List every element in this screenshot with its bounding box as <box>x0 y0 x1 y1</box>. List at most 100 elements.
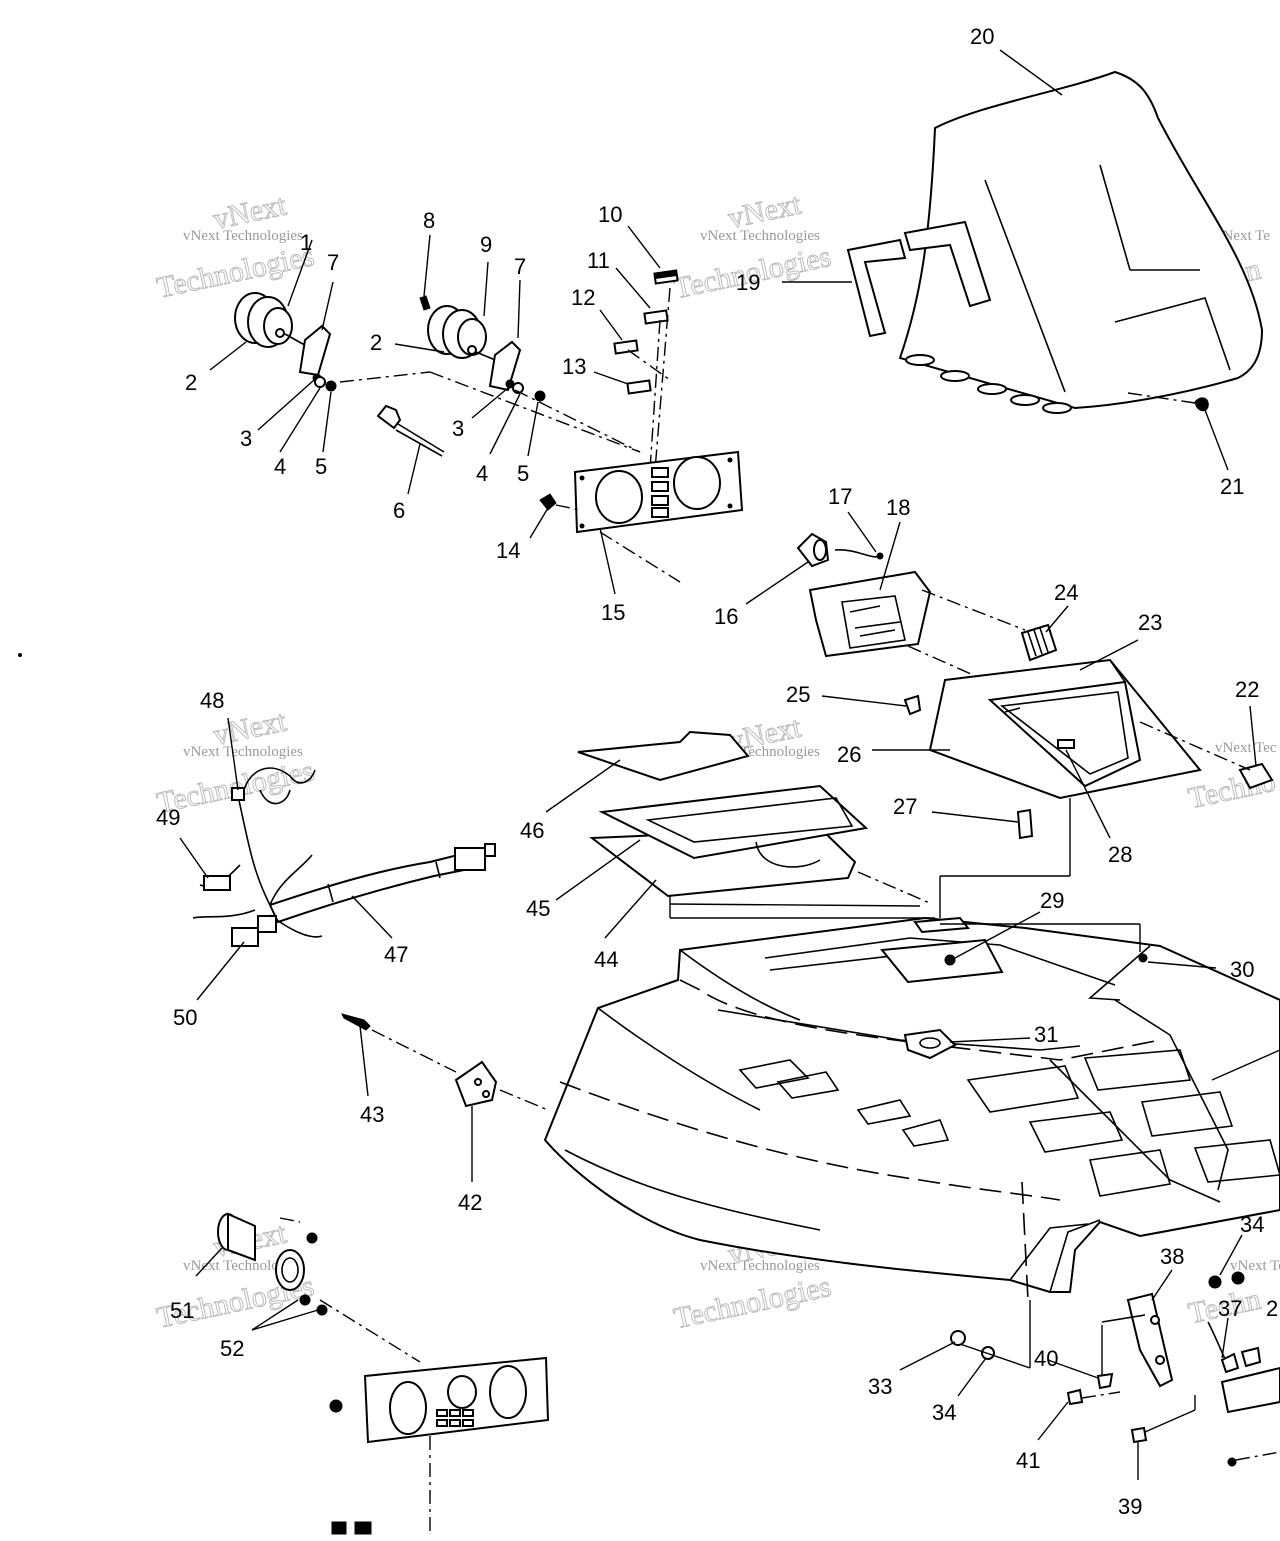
svg-text:vNext Technologies: vNext Technologies <box>183 1258 303 1274</box>
callout-3b: 3 <box>452 416 464 441</box>
lower-instrument-panel <box>329 1356 550 1536</box>
callout-42: 42 <box>458 1190 482 1215</box>
gauge-bracket-7 <box>298 324 332 377</box>
clip-22 <box>1238 762 1274 790</box>
watermark-1: vNext vNext Technologies Technologies <box>153 188 317 305</box>
gauge-center <box>419 295 546 402</box>
instrument-panel-15 <box>539 450 744 583</box>
screw-27 <box>1016 808 1034 840</box>
callout-10: 10 <box>598 202 622 227</box>
callout-17: 17 <box>828 484 852 509</box>
callout-13: 13 <box>562 354 586 379</box>
callout-34a: 34 <box>932 1400 956 1425</box>
spring-24 <box>1020 623 1058 662</box>
callout-47: 47 <box>384 942 408 967</box>
callout-44: 44 <box>594 947 618 972</box>
callout-38: 38 <box>1160 1244 1184 1269</box>
screw-41 <box>1066 1388 1084 1406</box>
callout-1: 1 <box>300 230 312 255</box>
callout-41: 41 <box>1016 1448 1040 1473</box>
callout-2a: 2 <box>185 370 197 395</box>
callout-11: 11 <box>587 248 610 273</box>
callout-24: 24 <box>1054 580 1078 605</box>
callout-49: 49 <box>156 805 180 830</box>
connector-50 <box>231 927 259 947</box>
callout-numbers: 20 19 21 1 7 2 3 4 5 6 8 9 2 7 3 4 5 10 … <box>156 24 1278 1519</box>
callout-48: 48 <box>200 688 224 713</box>
callout-40: 40 <box>1034 1346 1058 1371</box>
svg-text:vNext Te: vNext Te <box>1230 1258 1280 1274</box>
speck <box>18 653 22 657</box>
callout-37: 37 <box>1218 1296 1242 1321</box>
callout-14: 14 <box>496 538 520 563</box>
clip-25 <box>903 694 922 716</box>
svg-text:vNext Technologies: vNext Technologies <box>700 228 820 244</box>
svg-text:vNext Technologies: vNext Technologies <box>183 228 303 244</box>
svg-text:vNext Te: vNext Te <box>1215 228 1270 244</box>
gauge-left <box>234 292 337 392</box>
windshield <box>846 70 1264 414</box>
svg-text:vNext Technologies: vNext Technologies <box>700 1258 820 1274</box>
callout-22: 22 <box>1235 677 1259 702</box>
callout-28: 28 <box>1108 842 1132 867</box>
svg-text:Technologies: Technologies <box>671 1270 834 1335</box>
cable-6 <box>376 404 445 457</box>
rivet-43 <box>341 1013 371 1031</box>
callout-45: 45 <box>526 896 550 921</box>
bracket-38 <box>1126 1292 1174 1388</box>
bulb-8 <box>419 295 431 311</box>
callout-2-edge: 2 <box>1266 1296 1278 1321</box>
pad-46 <box>577 730 750 782</box>
callout-7a: 7 <box>327 250 339 275</box>
bulb-socket-51 <box>217 1212 421 1363</box>
callout-23: 23 <box>1138 610 1162 635</box>
connector-17 <box>876 552 884 560</box>
gauge-bracket-7b <box>488 340 522 392</box>
callout-6: 6 <box>393 498 405 523</box>
callout-19: 19 <box>736 270 760 295</box>
watermark-4: vNext vNext Technologies Technologies <box>153 704 317 820</box>
washer-4 <box>314 376 326 388</box>
callout-8: 8 <box>423 208 435 233</box>
callout-51: 51 <box>170 1298 194 1323</box>
callout-20: 20 <box>970 24 994 49</box>
leader-lines <box>179 49 1257 1480</box>
callout-50: 50 <box>173 1005 197 1030</box>
callout-4b: 4 <box>476 461 488 486</box>
callout-16: 16 <box>714 604 738 629</box>
callout-4a: 4 <box>274 454 286 479</box>
grommet-31 <box>903 1028 957 1060</box>
callout-29: 29 <box>1040 888 1064 913</box>
hood-vents <box>738 1049 1280 1197</box>
callout-5a: 5 <box>315 454 327 479</box>
callout-2b: 2 <box>370 330 382 355</box>
headlight-pod-23 <box>903 658 1274 840</box>
svg-text:vNext Tec: vNext Tec <box>1215 740 1277 756</box>
callout-27: 27 <box>893 794 917 819</box>
nut-5b <box>534 390 546 402</box>
headlight <box>796 532 932 658</box>
callout-18: 18 <box>886 495 910 520</box>
callout-7b: 7 <box>514 254 526 279</box>
connector-49 <box>203 875 231 891</box>
callout-39: 39 <box>1118 1494 1142 1519</box>
windshield-vents <box>905 354 1072 414</box>
hood <box>543 916 1280 1301</box>
callout-15: 15 <box>601 600 625 625</box>
callout-3a: 3 <box>240 426 252 451</box>
callout-26: 26 <box>837 742 861 767</box>
insulation-pads <box>577 730 869 898</box>
pad-45 <box>598 784 869 860</box>
headlamp-18 <box>808 570 932 658</box>
callout-5b: 5 <box>517 461 529 486</box>
hood-latch-hardware <box>950 1271 1280 1467</box>
bracket-42 <box>341 1013 549 1111</box>
callout-46: 46 <box>520 818 544 843</box>
screw-14 <box>539 493 557 511</box>
callout-33: 33 <box>868 1374 892 1399</box>
callout-43: 43 <box>360 1102 384 1127</box>
screw-39 <box>1130 1426 1148 1444</box>
callout-21: 21 <box>1220 474 1244 499</box>
